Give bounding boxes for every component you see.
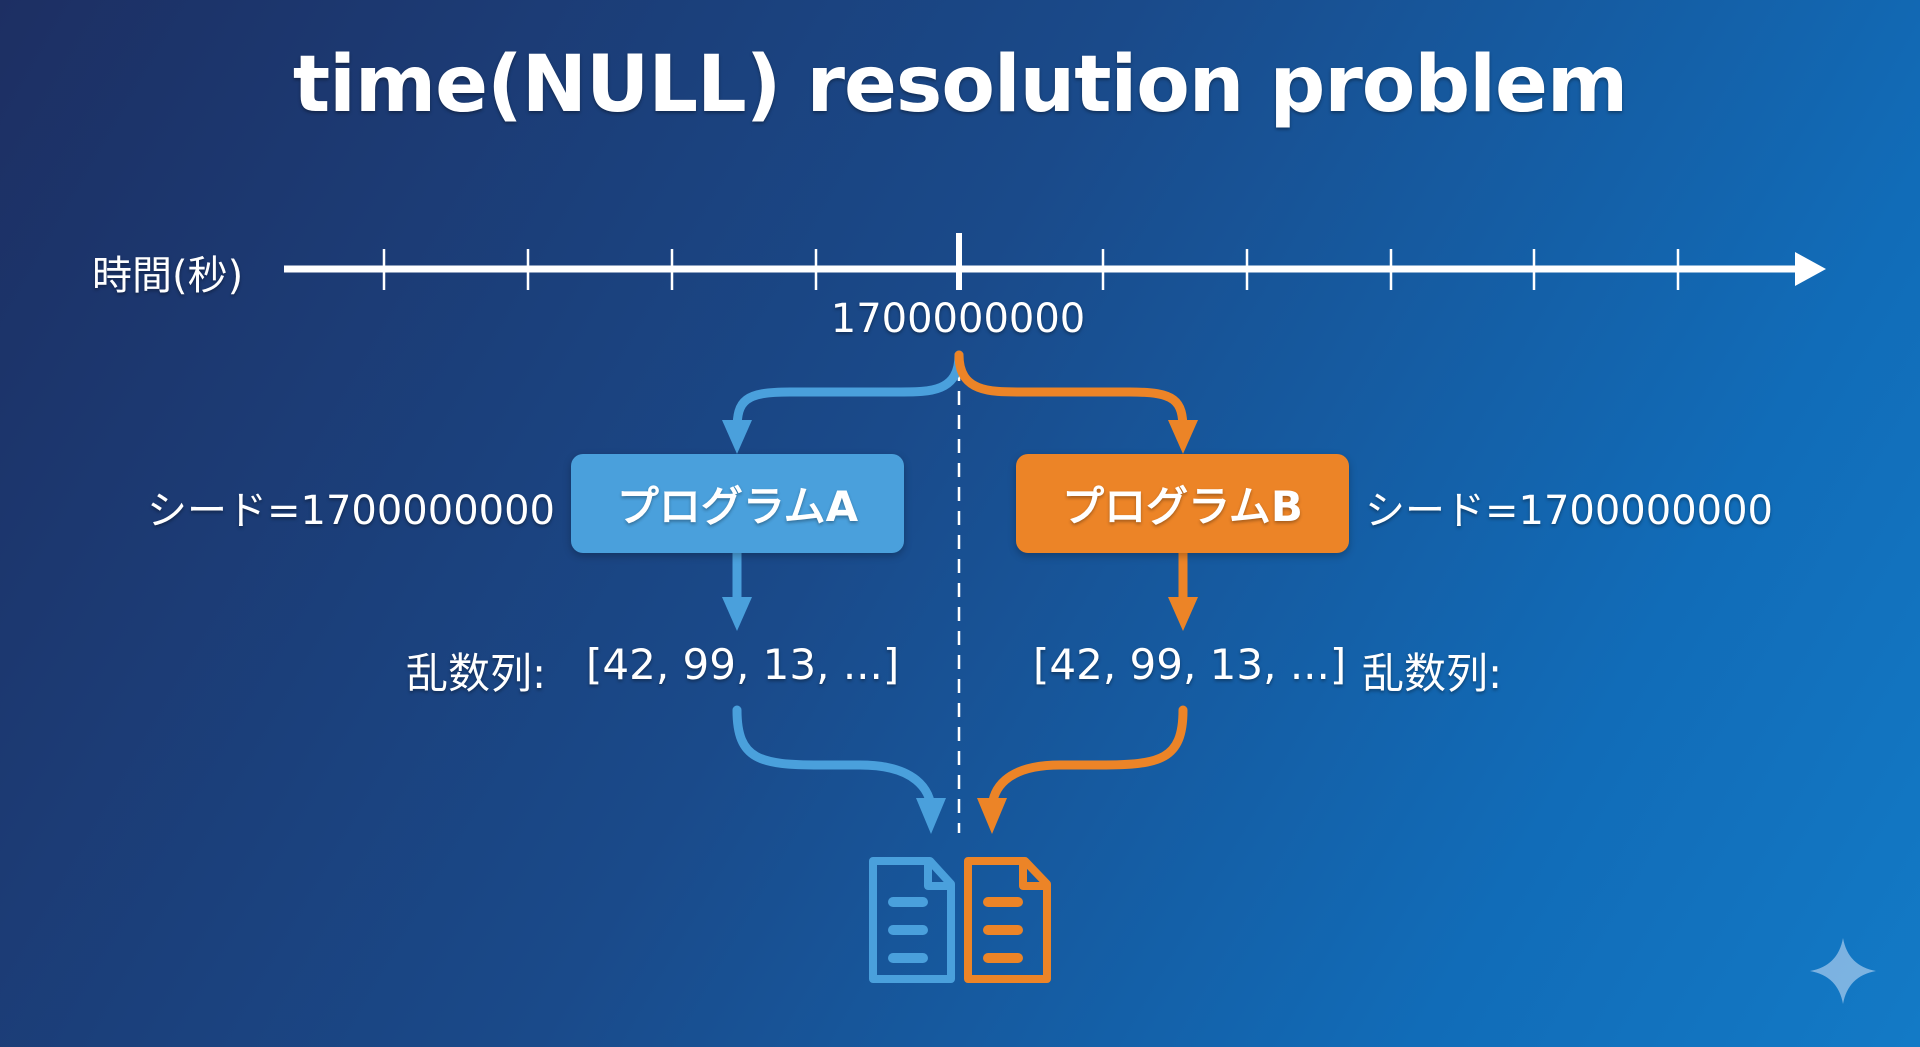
sequence-label-b: 乱数列: [1362,649,1503,698]
program-a-box: プログラムA [571,454,904,553]
page-title: time(NULL) resolution problem [292,40,1628,130]
sequence-label-a: 乱数列: [406,649,547,698]
arrow-time-to-a [732,350,964,435]
program-a-label: プログラムA [616,482,859,531]
arrow-seq-a-to-file [732,705,936,815]
document-icon-a [869,857,955,983]
sequence-a: [42, 99, 13, ...] [586,640,900,689]
timeline-axis [284,233,1826,290]
sparkle-icon [1810,938,1876,1004]
arrow-seq-b-to-file [987,705,1188,815]
axis-arrowhead-icon [1795,252,1826,286]
highlighted-tick-value: 1700000000 [830,296,1086,342]
program-b-label: プログラムB [1062,482,1303,531]
seed-a: シード=1700000000 [146,488,555,534]
arrow-time-to-b [954,350,1188,435]
program-b-box: プログラムB [1016,454,1349,553]
axis-label: 時間(秒) [92,253,244,299]
document-icon-b [964,857,1051,983]
sequence-b: [42, 99, 13, ...] [1033,640,1347,689]
seed-b: シード=1700000000 [1365,488,1774,534]
